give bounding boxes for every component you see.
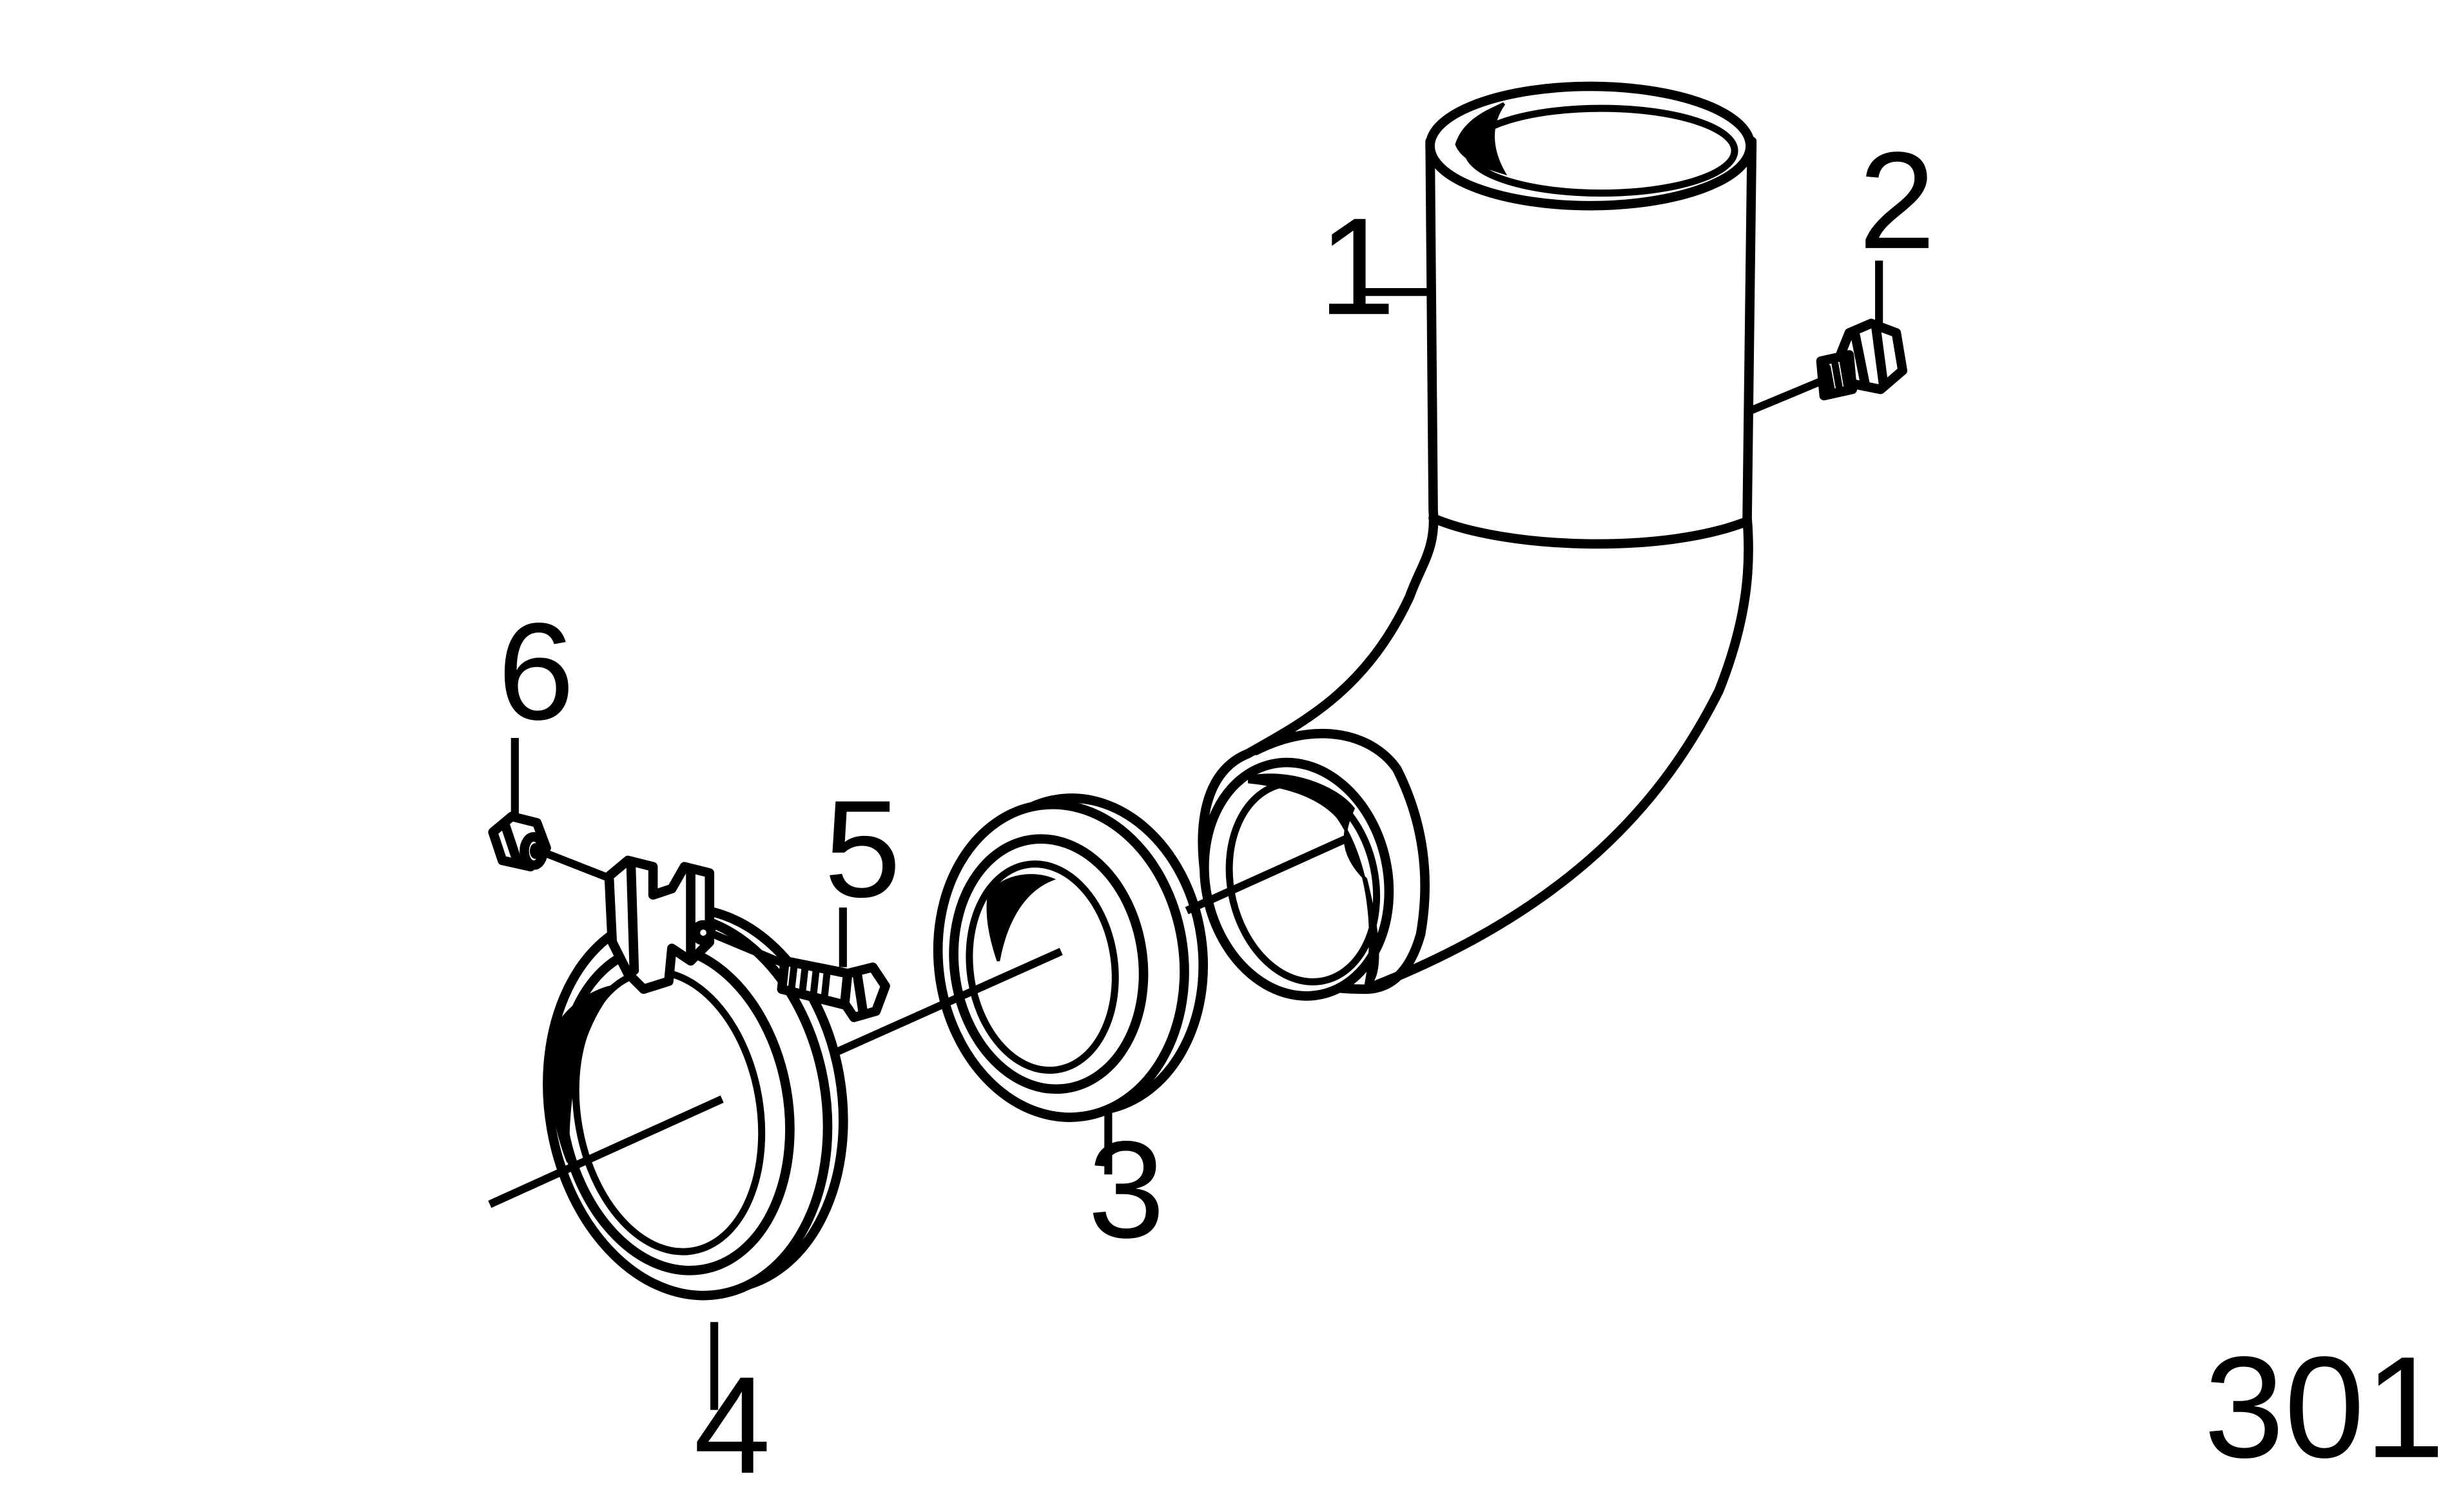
callout-5: 5: [824, 772, 901, 926]
callout-1: 1: [1319, 189, 1396, 344]
drawing-number: 30199: [2204, 1327, 2441, 1488]
part-3-gasket-ring: [933, 793, 1208, 1122]
part-5-bolt: [777, 956, 890, 1022]
part-6-nut: [488, 811, 551, 872]
callout-6: 6: [498, 595, 574, 749]
part-1-elbow-pipe: [1198, 81, 1757, 1001]
part-4-clamp: [543, 855, 848, 1301]
assembly-axis: [488, 376, 1826, 1208]
callout-4: 4: [694, 1348, 770, 1502]
callout-2: 2: [1858, 124, 1935, 278]
callout-3: 3: [1088, 1113, 1165, 1267]
part-2-plug: [1816, 318, 1907, 401]
callout-leaders: [511, 260, 1883, 1410]
